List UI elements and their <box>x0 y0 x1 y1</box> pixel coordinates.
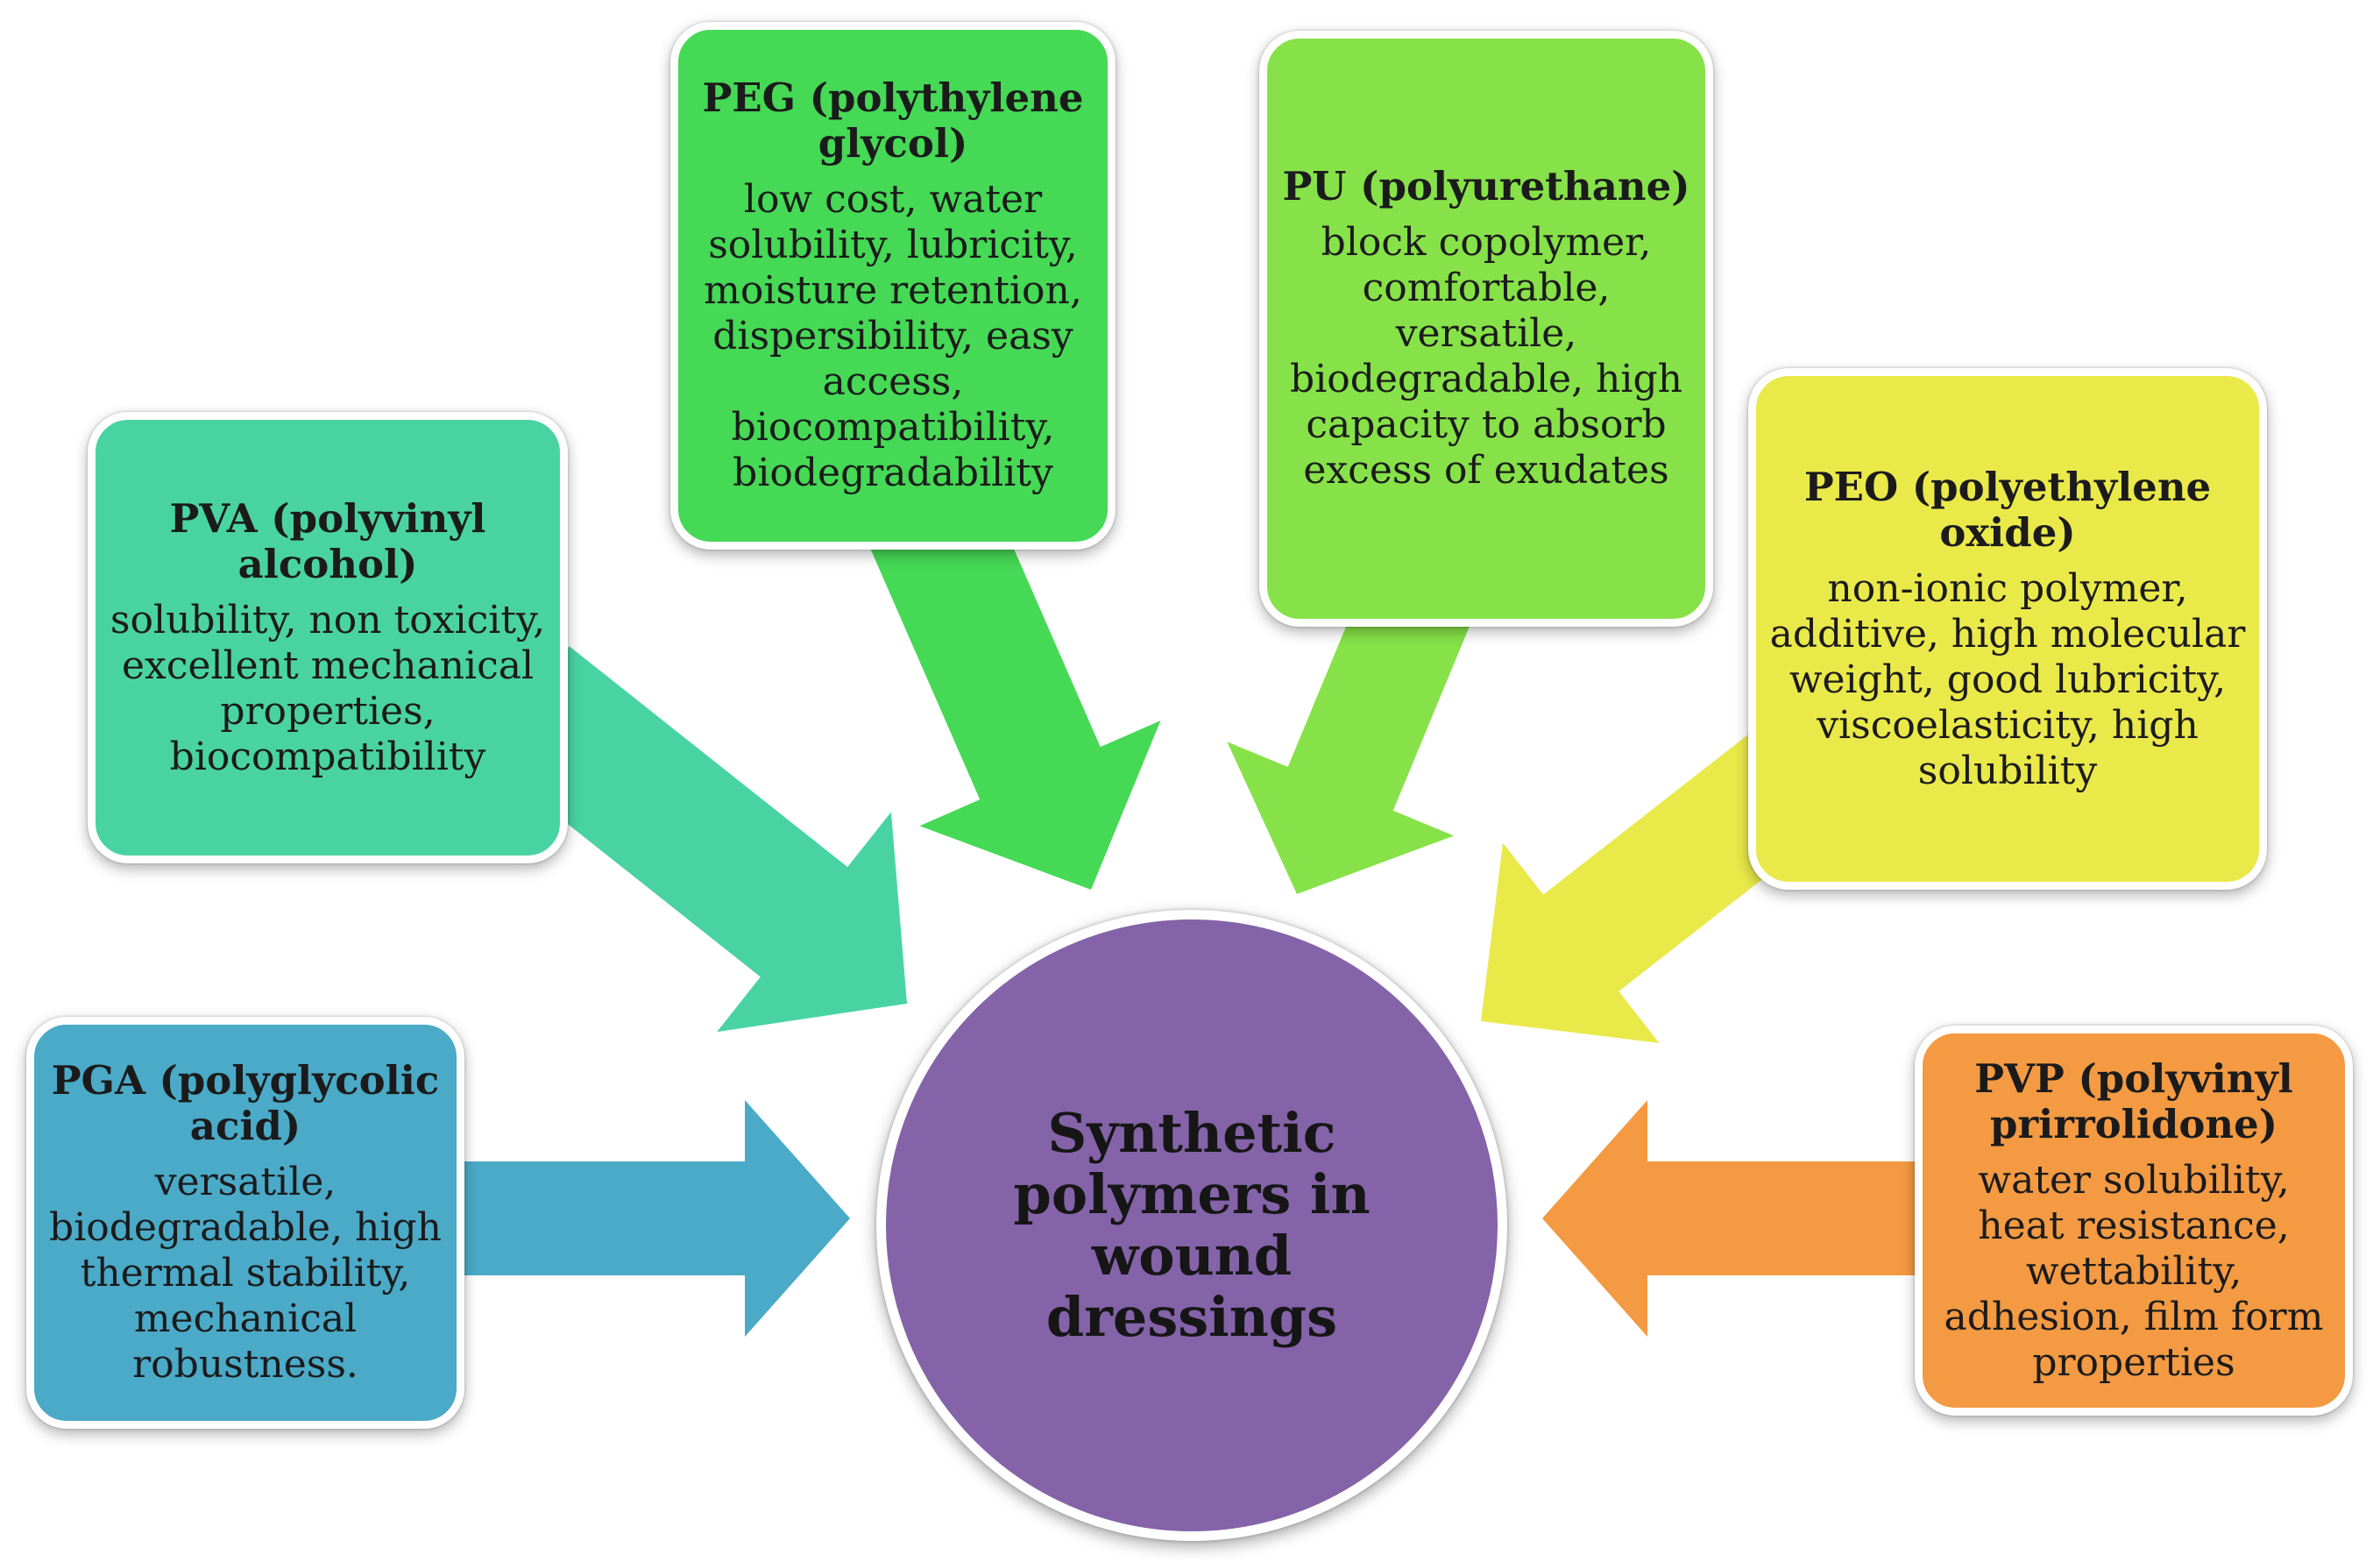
pva-description: solubility, non toxicity, excellent mech… <box>110 597 546 779</box>
pva-box: PVA (polyvinyl alcohol) solubility, non … <box>88 412 568 863</box>
pga-description: versatile, biodegradable, high thermal s… <box>49 1160 442 1387</box>
peo-description: non-ionic polymer, additive, high molecu… <box>1769 565 2246 793</box>
peg-arrow <box>864 482 1161 890</box>
peo-title: PEO (polyethylene oxide) <box>1803 463 2212 556</box>
peg-title: PEG (polythylene glycol) <box>702 75 1084 167</box>
pga-arrow <box>421 1100 850 1337</box>
peo-box: PEO (polyethylene oxide) non-ionic polym… <box>1748 368 2267 890</box>
pga-box: PGA (polyglycolic acid) versatile, biode… <box>26 1017 464 1429</box>
pvp-arrow <box>1542 1100 1941 1337</box>
pvp-box: PVP (polyvinyl prirrolidone) water solub… <box>1915 1026 2353 1416</box>
pu-arrow <box>1227 565 1477 894</box>
pvp-title: PVP (polyvinyl prirrolidone) <box>1974 1054 2293 1147</box>
center-circle: Synthetic polymers in wound dressings <box>876 910 1507 1541</box>
peg-box: PEG (polythylene glycol) low cost, water… <box>670 22 1116 550</box>
pga-title: PGA (polyglycolic acid) <box>51 1057 440 1149</box>
pva-title: PVA (polyvinyl alcohol) <box>169 494 486 587</box>
pvp-description: water solubility, heat resistance, wetta… <box>1944 1157 2324 1385</box>
pu-box: PU (polyurethane) block copolymer, comfo… <box>1259 31 1713 627</box>
pva-arrow <box>482 646 907 1033</box>
pu-description: block copolymer, comfortable, versatile,… <box>1290 220 1682 493</box>
center-title: Synthetic polymers in wound dressings <box>1013 1101 1371 1349</box>
pu-title: PU (polyurethane) <box>1282 163 1690 209</box>
peg-description: low cost, water solubility, lubricity, m… <box>704 177 1082 495</box>
